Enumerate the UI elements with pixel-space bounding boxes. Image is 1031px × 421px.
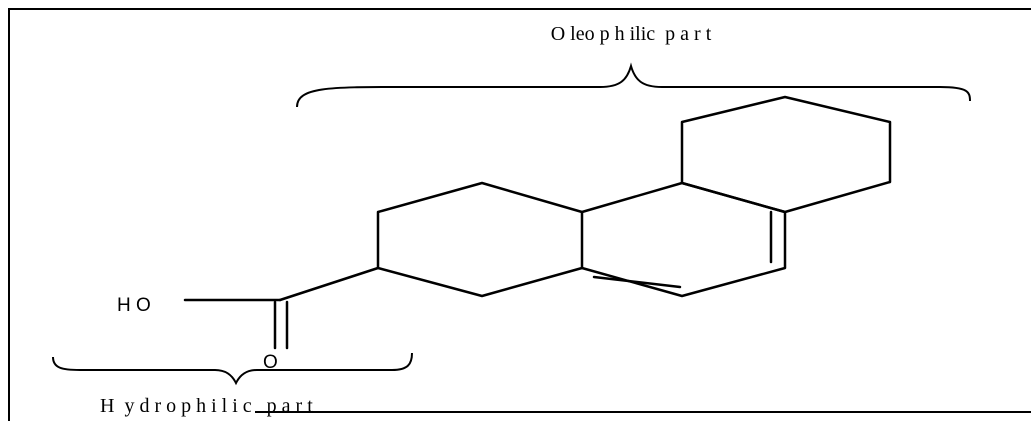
oleophilic-label: O leo p h ilic p a r t <box>551 23 712 45</box>
hydroxyl-label: H O <box>117 295 151 316</box>
hydrophilic-label: H y d r o p h i l i c p a r t <box>100 395 313 417</box>
carbonyl-oxygen-label: O <box>263 352 278 373</box>
hydrophilic-brace <box>52 352 413 386</box>
double-bond-inner <box>592 210 773 289</box>
figure-frame <box>8 8 1031 421</box>
oleophilic-brace <box>296 62 971 108</box>
ring-bonds <box>183 95 892 350</box>
